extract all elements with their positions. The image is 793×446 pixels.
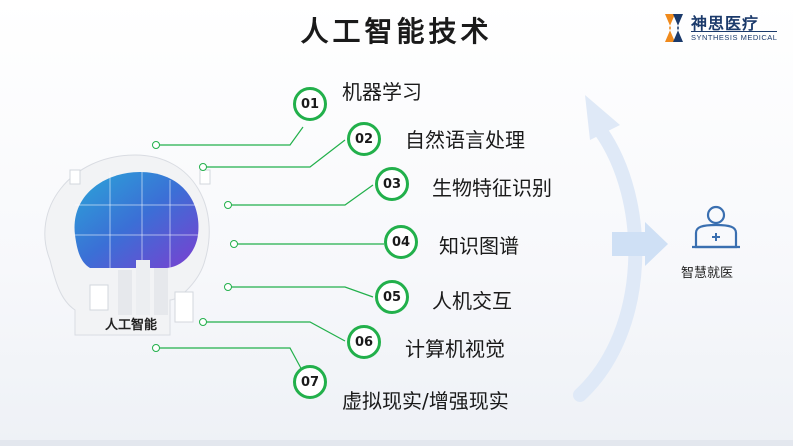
logo-brand-en: SYNTHESIS MEDICAL xyxy=(691,31,778,42)
footer-strip xyxy=(0,440,793,446)
logo-brand-cn: 神思医疗 xyxy=(691,14,760,33)
item-label-05: 人机交互 xyxy=(432,289,512,313)
logo-mark-icon xyxy=(665,14,683,42)
item-label-01: 机器学习 xyxy=(342,80,422,104)
item-number-07: 07 xyxy=(293,365,327,399)
item-number-02: 02 xyxy=(347,122,381,156)
connector-dot xyxy=(230,240,238,248)
connector-dot xyxy=(152,141,160,149)
connector-dot xyxy=(199,163,207,171)
item-label-02: 自然语言处理 xyxy=(405,128,525,152)
item-number-05: 05 xyxy=(375,280,409,314)
connector-dot xyxy=(224,201,232,209)
item-number-01: 01 xyxy=(293,87,327,121)
item-number-03: 03 xyxy=(375,167,409,201)
ai-head-illustration xyxy=(30,150,230,340)
item-number-06: 06 xyxy=(347,325,381,359)
item-label-03: 生物特征识别 xyxy=(432,176,552,200)
page-title: 人工智能技术 xyxy=(300,15,493,48)
doctor-icon xyxy=(688,203,748,253)
company-logo: 神思医疗 SYNTHESIS MEDICAL xyxy=(661,10,781,46)
center-label: 人工智能 xyxy=(105,318,158,333)
connector-dot xyxy=(152,344,160,352)
item-number-04: 04 xyxy=(384,225,418,259)
item-label-06: 计算机视觉 xyxy=(405,337,505,361)
connector-dot xyxy=(224,283,232,291)
outcome-label: 智慧就医 xyxy=(681,266,734,281)
item-label-07: 虚拟现实/增强现实 xyxy=(342,389,509,413)
connector-dot xyxy=(199,318,207,326)
item-label-04: 知识图谱 xyxy=(439,234,519,258)
